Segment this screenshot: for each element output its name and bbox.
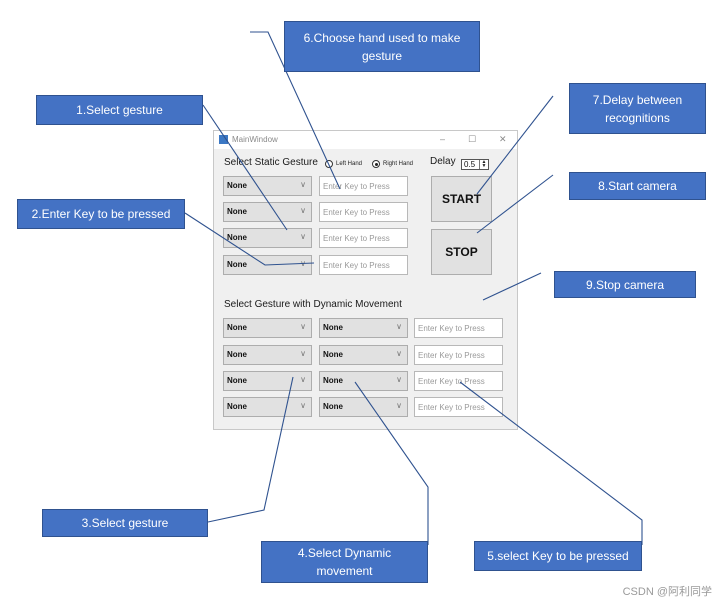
dynamic-key-input[interactable] <box>414 397 503 417</box>
dynamic-key-input[interactable] <box>414 318 503 338</box>
dynamic-gesture-value: None <box>227 376 247 385</box>
static-gesture-value: None <box>227 207 247 216</box>
minimize-icon[interactable]: – <box>440 134 446 144</box>
dynamic-gesture-value: None <box>227 323 247 332</box>
static-gesture-select[interactable]: None ∨ <box>223 176 312 196</box>
right-hand-label: Right Hand <box>383 161 414 167</box>
leader-line-4 <box>354 381 429 545</box>
movement-select[interactable]: None ∨ <box>319 371 408 391</box>
chevron-down-icon: ∨ <box>300 180 306 189</box>
leader-line-1 <box>202 104 288 231</box>
maximize-icon[interactable]: ☐ <box>468 134 477 144</box>
dynamic-gesture-select[interactable]: None ∨ <box>223 318 312 338</box>
dynamic-gesture-value: None <box>227 350 247 359</box>
dynamic-gesture-select[interactable]: None ∨ <box>223 345 312 365</box>
dynamic-gesture-value: None <box>227 402 247 411</box>
callout-start-camera: 8.Start camera <box>569 172 706 200</box>
static-gesture-label: Select Static Gesture <box>224 157 318 168</box>
leader-line-2 <box>184 212 315 266</box>
leader-line-6 <box>250 31 341 190</box>
watermark: CSDN @阿利同学 <box>622 586 712 598</box>
delay-value: 0.5 <box>464 160 476 169</box>
chevron-down-icon: ∨ <box>300 232 306 241</box>
dynamic-gesture-label: Select Gesture with Dynamic Movement <box>224 299 402 310</box>
left-hand-label: Left Hand <box>336 161 363 167</box>
callout-select-movement: 4.Select Dynamic movement <box>261 541 428 583</box>
leader-line-9 <box>482 272 542 301</box>
chevron-down-icon: ∨ <box>396 322 402 331</box>
callout-select-gesture-dynamic: 3.Select gesture <box>42 509 208 537</box>
window-title: MainWindow <box>232 135 278 144</box>
close-icon[interactable]: ✕ <box>499 134 507 144</box>
dynamic-key-input[interactable] <box>414 345 503 365</box>
static-key-input[interactable] <box>319 176 408 196</box>
movement-select[interactable]: None ∨ <box>319 397 408 417</box>
callout-delay: 7.Delay between recognitions <box>569 83 706 134</box>
static-gesture-value: None <box>227 260 247 269</box>
movement-select[interactable]: None ∨ <box>319 345 408 365</box>
chevron-down-icon: ∨ <box>396 401 402 410</box>
static-gesture-value: None <box>227 233 247 242</box>
callout-choose-hand: 6.Choose hand used to make gesture <box>284 21 480 72</box>
dynamic-key-input[interactable] <box>414 371 503 391</box>
leader-line-3 <box>207 376 294 523</box>
callout-select-key: 5.select Key to be pressed <box>474 541 642 571</box>
movement-value: None <box>323 402 343 411</box>
chevron-down-icon: ∨ <box>396 375 402 384</box>
static-key-input[interactable] <box>319 228 408 248</box>
static-key-input[interactable] <box>319 202 408 222</box>
delay-label: Delay <box>430 156 456 167</box>
movement-select[interactable]: None ∨ <box>319 318 408 338</box>
title-bar: MainWindow – ☐ ✕ <box>214 131 517 149</box>
static-gesture-value: None <box>227 181 247 190</box>
chevron-down-icon: ∨ <box>396 349 402 358</box>
movement-value: None <box>323 376 343 385</box>
callout-stop-camera: 9.Stop camera <box>554 271 696 298</box>
spin-arrows-icon[interactable]: ▲▼ <box>479 160 488 169</box>
chevron-down-icon: ∨ <box>300 206 306 215</box>
callout-select-gesture: 1.Select gesture <box>36 95 203 125</box>
dynamic-gesture-select[interactable]: None ∨ <box>223 397 312 417</box>
chevron-down-icon: ∨ <box>300 401 306 410</box>
app-icon <box>219 135 228 144</box>
leader-line-5 <box>459 381 643 545</box>
movement-value: None <box>323 350 343 359</box>
right-hand-radio[interactable] <box>372 160 380 168</box>
delay-spinbox[interactable]: 0.5 ▲▼ <box>461 159 489 170</box>
static-gesture-select[interactable]: None ∨ <box>223 228 312 248</box>
callout-enter-key: 2.Enter Key to be pressed <box>17 199 185 229</box>
static-key-input[interactable] <box>319 255 408 275</box>
leader-line-8 <box>476 174 554 234</box>
chevron-down-icon: ∨ <box>300 349 306 358</box>
chevron-down-icon: ∨ <box>300 322 306 331</box>
leader-line-7 <box>476 95 554 195</box>
stop-button[interactable]: STOP <box>431 229 492 275</box>
static-gesture-select[interactable]: None ∨ <box>223 202 312 222</box>
chevron-down-icon: ∨ <box>300 375 306 384</box>
dynamic-gesture-select[interactable]: None ∨ <box>223 371 312 391</box>
movement-value: None <box>323 323 343 332</box>
start-button[interactable]: START <box>431 176 492 222</box>
